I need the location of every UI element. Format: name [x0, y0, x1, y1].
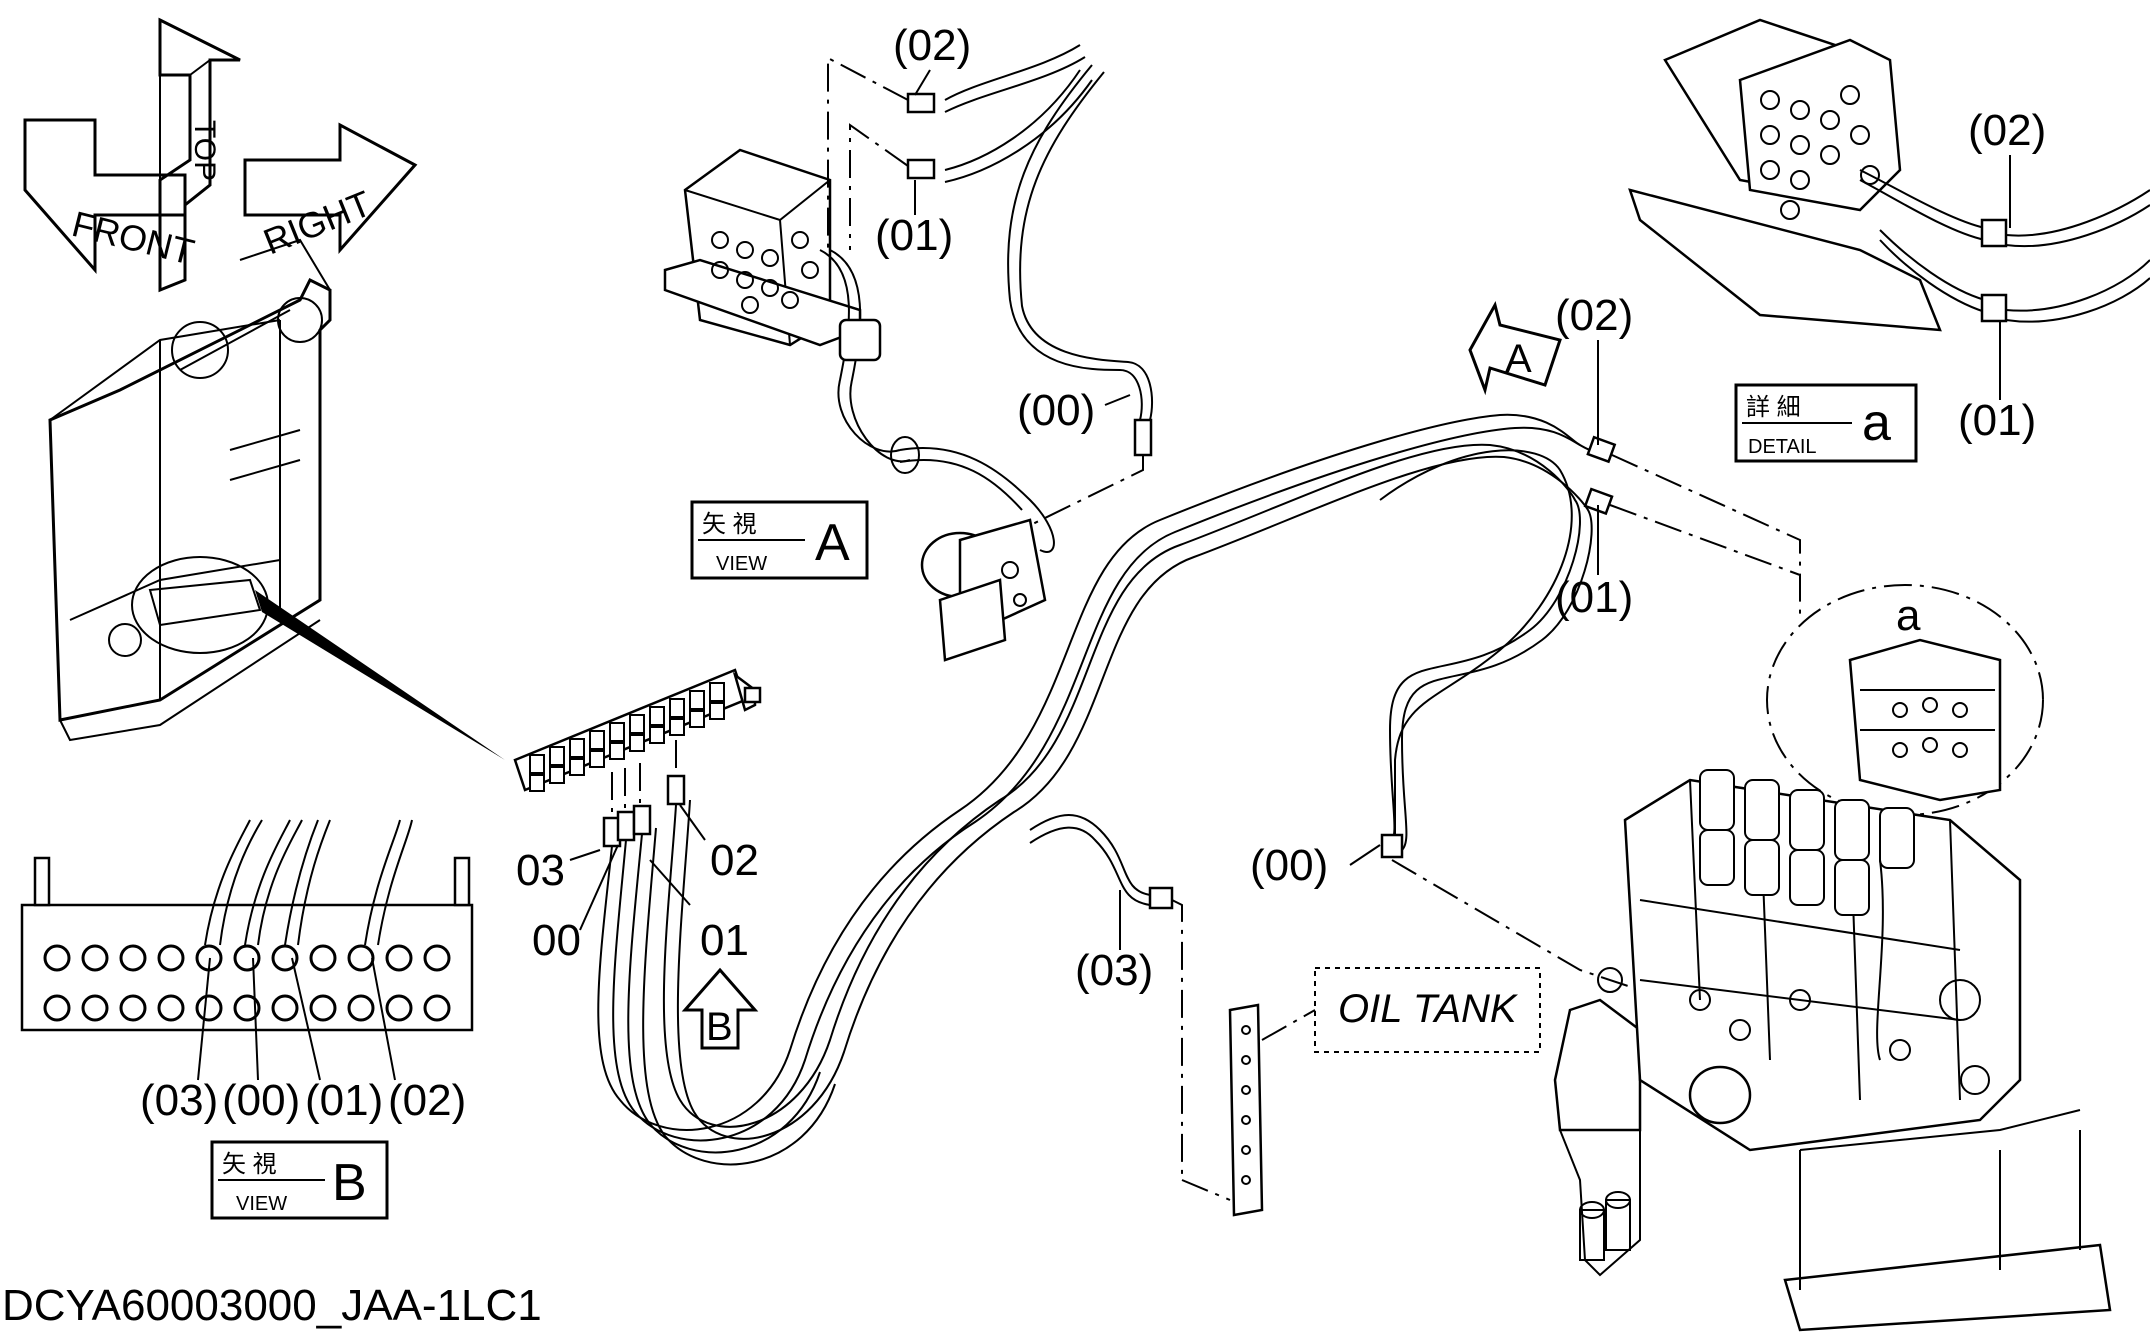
machine-frame: [48, 238, 505, 760]
bank-callout-03: 03: [516, 846, 565, 895]
control-valve: a: [1553, 584, 2112, 1332]
detail-circle-label: a: [1896, 591, 1921, 640]
view-b-callout-01: (01): [305, 1076, 383, 1125]
view-a-assembly: (02) (01) (00): [663, 21, 1154, 662]
view-a-arrow-letter: A: [1505, 337, 1532, 381]
main-hose-bundle: [597, 413, 1593, 1166]
view-b-jp: 矢 視: [222, 1151, 277, 1178]
view-a-callout-02: (02): [893, 21, 971, 70]
drawing-id: DCYA60003000_JAA-1LC1: [2, 1281, 542, 1330]
oil-tank-label: OIL TANK: [1338, 987, 1519, 1031]
view-b-ports: [43, 944, 451, 1022]
detail-callout-02: (02): [1968, 106, 2046, 155]
view-b-callout-02: (02): [388, 1076, 466, 1125]
bank-callout-02: 02: [710, 836, 759, 885]
view-b-arrow: B: [681, 967, 759, 1050]
connector-bank: 03 00 01 02: [513, 668, 762, 965]
main-callout-02: (02): [1555, 291, 1633, 340]
view-a-callout-00: (00): [1017, 386, 1095, 435]
detail-a-jp: 詳 細: [1746, 394, 1801, 421]
view-a-letter: A: [815, 514, 850, 572]
main-fittings: [1171, 435, 1801, 1180]
view-b-callout-00: (00): [222, 1076, 300, 1125]
view-a-callout-01: (01): [875, 211, 953, 260]
main-callout-01: (01): [1555, 573, 1633, 622]
view-b-callout-03: (03): [140, 1076, 218, 1125]
main-callout-03: (03): [1075, 946, 1153, 995]
view-a-jp: 矢 視: [702, 511, 757, 538]
view-a-en: VIEW: [716, 553, 767, 575]
detail-a-assembly: (02) (01): [1628, 18, 2150, 445]
view-b-arrow-letter: B: [706, 1005, 733, 1049]
detail-callout-01: (01): [1958, 396, 2036, 445]
view-a-label-box: 矢 視 VIEW A: [690, 500, 869, 580]
orientation-icon: FRONT TOP RIGHT: [23, 17, 418, 293]
oil-tank: OIL TANK: [1181, 967, 1541, 1217]
orientation-right-label: RIGHT: [258, 182, 377, 262]
detail-a-label-box: 詳 細 DETAIL a: [1734, 383, 1918, 463]
detail-a-en: DETAIL: [1748, 436, 1817, 458]
view-b-letter: B: [332, 1154, 367, 1212]
main-callout-00: (00): [1250, 841, 1328, 890]
view-b-manifold: (03) (00) (01) (02): [20, 819, 474, 1125]
orientation-top-label: TOP: [188, 120, 221, 181]
detail-a-letter: a: [1862, 394, 1891, 452]
bank-callout-01: 01: [700, 916, 749, 965]
view-a-arrow: A: [1468, 300, 1562, 396]
view-b-label-box: 矢 視 VIEW B: [210, 1140, 389, 1220]
view-b-en: VIEW: [236, 1193, 287, 1215]
bank-callout-00: 00: [532, 916, 581, 965]
